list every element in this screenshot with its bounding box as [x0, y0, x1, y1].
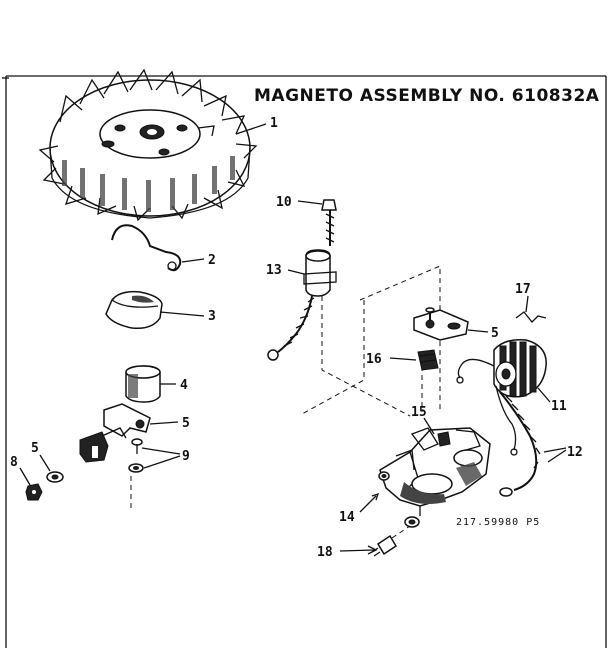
callout-4: 4: [180, 378, 188, 393]
screw-part: [321, 199, 337, 246]
callout-14: 14: [339, 510, 355, 525]
diagram-title: MAGNETO ASSEMBLY NO. 610832A: [254, 86, 600, 106]
bolt-part: [371, 525, 411, 557]
callout-5b: 5: [491, 326, 499, 341]
callout-18: 18: [317, 545, 333, 560]
cam-sleeve-part: [125, 365, 161, 403]
callout-2: 2: [208, 253, 216, 268]
callout-1: 1: [270, 116, 278, 131]
callout-17: 17: [515, 282, 531, 297]
alignment-lines: [301, 265, 441, 417]
flywheel-part: [38, 68, 258, 222]
condenser-part: [267, 249, 337, 361]
felt-clip-part: [417, 349, 439, 371]
callout-10: 10: [276, 195, 292, 210]
callout-11: 11: [551, 399, 567, 414]
callout-15: 15: [411, 405, 427, 420]
washer-part: [46, 471, 64, 483]
callout-5a: 5: [182, 416, 190, 431]
reference-code: 217.59980 P5: [456, 517, 540, 528]
nut-part: [25, 483, 43, 501]
spring-clip-part: [111, 224, 182, 272]
callout-13: 13: [266, 263, 282, 278]
callout-12: 12: [567, 445, 583, 460]
callout-8: 8: [10, 455, 18, 470]
callout-3: 3: [208, 309, 216, 324]
bracket-plate-part: [413, 307, 469, 341]
callout-9: 9: [182, 449, 190, 464]
page-frame: [2, 75, 607, 648]
screw-washer-part: [128, 438, 144, 512]
armature-housing-part: [378, 427, 491, 528]
breaker-points-part: [79, 403, 151, 463]
callout-6: 5: [31, 441, 39, 456]
wire-clip-part: [515, 311, 547, 323]
shield-part: [105, 290, 163, 330]
ignition-coil-part: [456, 338, 547, 497]
callout-16: 16: [366, 352, 382, 367]
